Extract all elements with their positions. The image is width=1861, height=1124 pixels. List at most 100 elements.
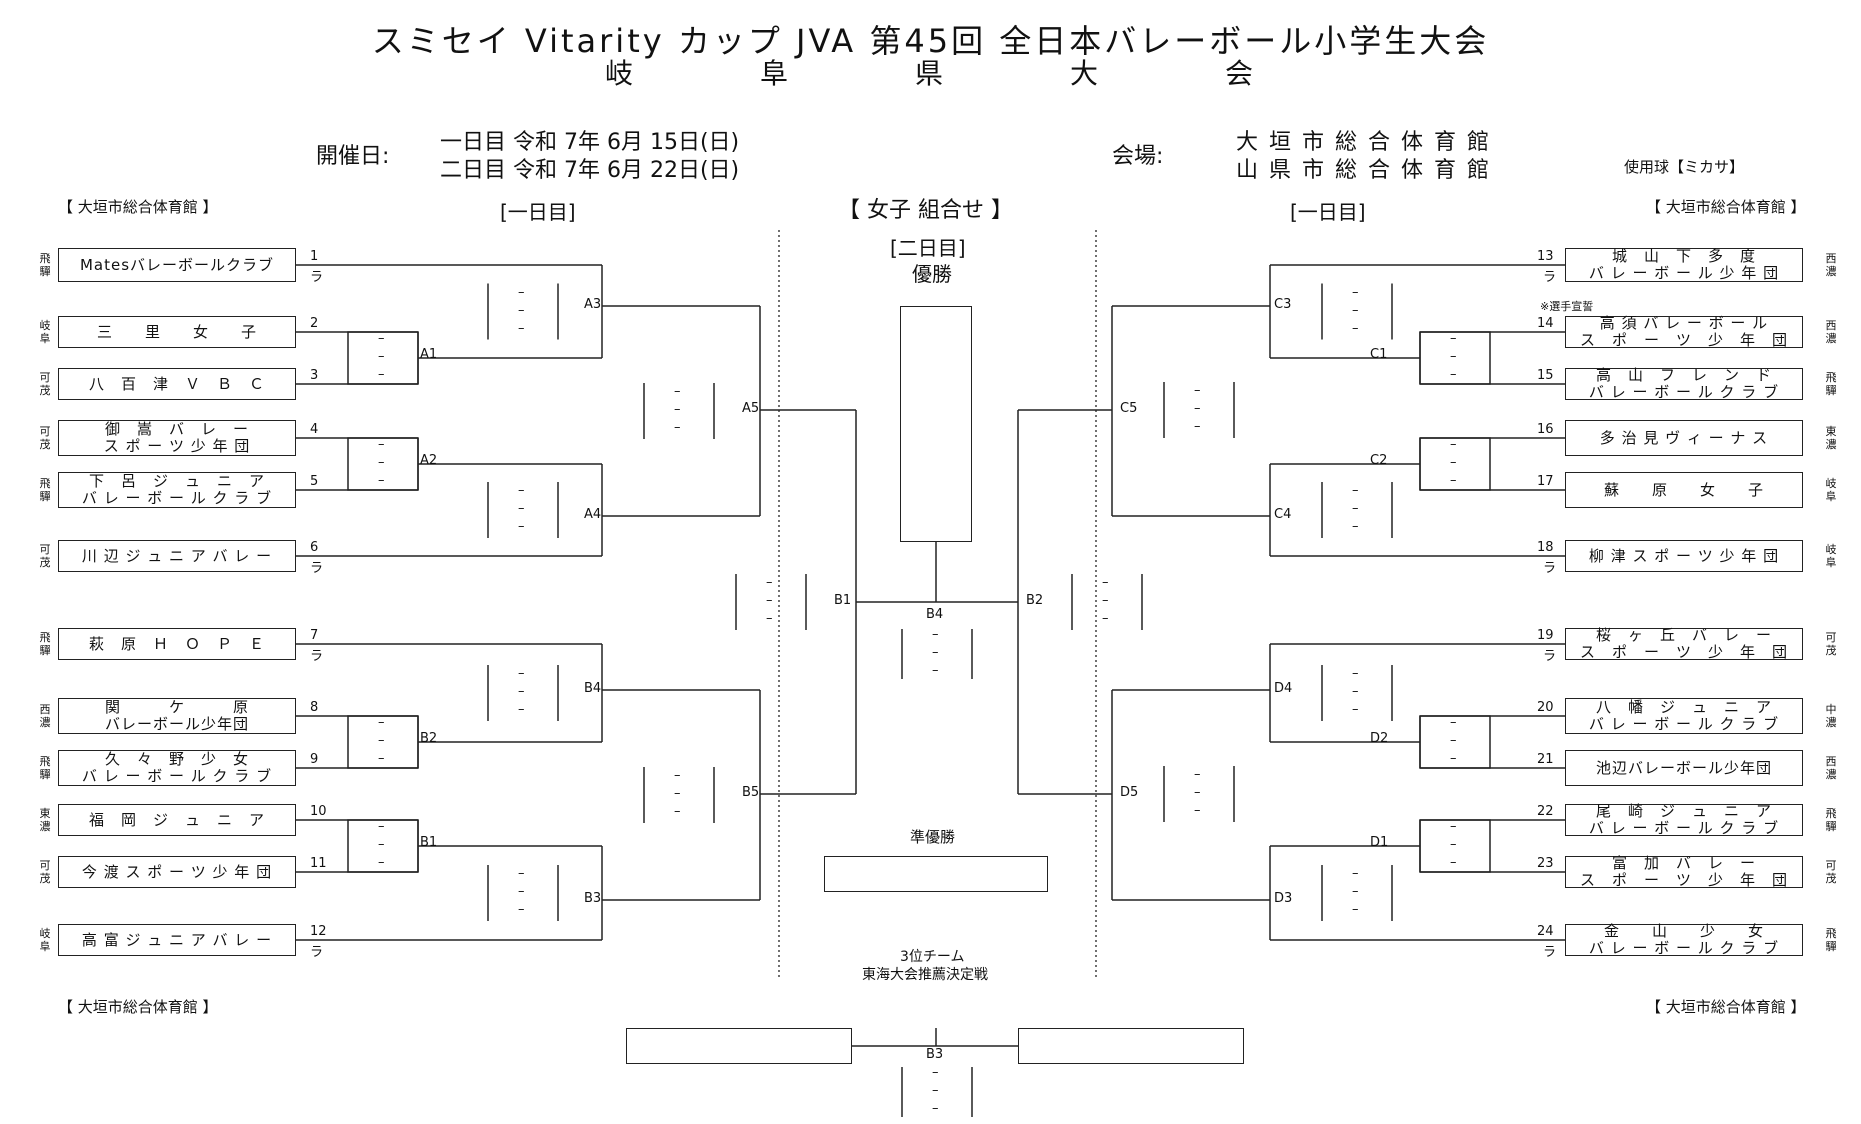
team-name-line2: バ レ ー ボ ー ル ク ラ ブ [81,767,273,785]
team-name-line1: 下 呂 ジ ュ ニ ア [88,472,265,490]
A2-score-dash: – [378,455,385,470]
team-prefecture: 中濃 [1825,703,1837,729]
day1-left-label: [一日目] [500,200,576,224]
team-name-line2: バ レ ー ボ ー ル ク ラ ブ [1588,939,1780,957]
D3-score-dash: – [1352,866,1359,881]
B4L-score-dash: – [518,684,525,699]
team-name-line1: 川 辺 ジ ュ ニ ア バ レ ー [81,546,273,565]
match-label-b3: B3 [584,891,602,906]
team-name-line2: バ レ ー ボ ー ル ク ラ ブ [1588,383,1780,401]
A4-score-dash: – [518,519,525,534]
match-label-d2: D2 [1370,731,1389,746]
runner-up-label: 準優勝 [910,828,956,846]
FIN-score-dash: – [932,663,939,678]
C2-score-dash: – [1450,437,1457,452]
team-prefecture: 飛驒 [39,755,51,781]
team-seed-number: 6 [310,540,319,555]
team-name-line1: 柳 津 ス ポ ー ツ 少 年 団 [1588,546,1780,565]
team-8: 関 ケ 原バレーボール少年団 [58,698,296,734]
B2-score-dash: – [378,733,385,748]
venue-line-1: 大 垣 市 総 合 体 育 館 [1236,130,1491,155]
team-2: 三 里 女 子 [58,316,296,348]
team-seed-number: 16 [1537,422,1554,437]
team-name-line1: 富 加 バ レ ー [1611,854,1756,872]
team-12: 高 富 ジ ュ ニ ア バ レ ー [58,924,296,956]
team-seed-number: 15 [1537,368,1554,383]
B3L-score-dash: – [518,866,525,881]
team-seed-number: 18 [1537,540,1554,555]
F2-score-dash: – [1102,593,1109,608]
team-seed-number: 11 [310,856,327,871]
C4-score-dash: – [1352,501,1359,516]
team-name-line1: 八 幡 ジ ュ ニ ア [1595,698,1772,716]
match-label-a5: A5 [742,401,760,416]
team-prefecture: 西濃 [39,703,51,729]
team-prefecture: 西濃 [1825,755,1837,781]
C2-score-dash: – [1450,455,1457,470]
venue-top-right: 【 大垣市総合体育館 】 [1646,198,1806,216]
C1-score-dash: – [1450,349,1457,364]
C4-score-dash: – [1352,483,1359,498]
match-label-b4: B4 [584,681,602,696]
F1-score-dash: – [766,575,773,590]
team-name-line2: ス ポ ー ツ 少 年 団 [1579,331,1788,349]
team-seed-number: 22 [1537,804,1554,819]
B1-score-dash: – [378,855,385,870]
team-15: 高 山 フ レ ン ドバ レ ー ボ ー ル ク ラ ブ [1565,367,1803,401]
team-name-line1: 高 須 バ レ ー ボ ー ル [1599,314,1769,332]
match-label-third: B3 [926,1047,944,1062]
team-name-line1: 高 富 ジ ュ ニ ア バ レ ー [81,930,273,949]
B4L-score-dash: – [518,702,525,717]
FIN-score-dash: – [932,627,939,642]
C4-score-dash: – [1352,519,1359,534]
venue-bottom-right: 【 大垣市総合体育館 】 [1646,998,1806,1016]
match-label-a4: A4 [584,507,602,522]
match-label-fin: B4 [926,607,944,622]
team-name-line1: 福 岡 ジ ュ ニ ア [88,810,265,829]
team-10: 福 岡 ジ ュ ニ ア [58,804,296,836]
D5-score-dash: – [1194,785,1201,800]
team-name-line1: 城 山 下 多 度 [1611,247,1756,265]
team-17: 蘇 原 女 子 [1565,472,1803,508]
team-seed-number: 3 [310,368,319,383]
venue-label: 会場: [1112,144,1164,169]
D1-score-dash: – [1450,837,1457,852]
team-seed-number: 17 [1537,474,1554,489]
team-5: 下 呂 ジ ュ ニ アバ レ ー ボ ー ル ク ラ ブ [58,472,296,508]
team-seed-number: 10 [310,804,327,819]
team-prefecture: 飛驒 [39,252,51,278]
champion-box [900,306,972,542]
team-seed-number: 12 [310,924,327,939]
F2-score-dash: – [1102,611,1109,626]
C2-score-dash: – [1450,473,1457,488]
match-label-a1: A1 [420,347,438,362]
team-23: 富 加 バ レ ース ポ ー ツ 少 年 団 [1565,854,1803,889]
D3-score-dash: – [1352,884,1359,899]
A4-score-dash: – [518,501,525,516]
venue-top-left: 【 大垣市総合体育館 】 [58,198,218,216]
A4-score-dash: – [518,483,525,498]
team-18: 柳 津 ス ポ ー ツ 少 年 団 [1565,540,1803,572]
team-19: 桜 ヶ 丘 バ レ ース ポ ー ツ 少 年 団 [1565,627,1803,661]
team-seed-number: 2 [310,316,319,331]
team-prefecture: 岐阜 [1825,543,1837,569]
match-label-f1: B1 [834,593,852,608]
C5-score-dash: – [1194,383,1201,398]
match-label-b1: B1 [420,835,438,850]
match-label-d4: D4 [1274,681,1293,696]
team-name-line1: 多 治 見 ヴ ィ ー ナ ス [1599,428,1769,447]
tournament-subtitle: 岐 阜 県 大 会 [604,57,1256,90]
team-ra-mark: ラ [1543,561,1557,576]
champion-label: 優勝 [912,262,952,286]
team-name-line2: バ レ ー ボ ー ル 少 年 団 [1588,264,1780,282]
team-ra-mark: ラ [310,649,324,664]
team-6: 川 辺 ジ ュ ニ ア バ レ ー [58,540,296,572]
D4-score-dash: – [1352,684,1359,699]
team-prefecture: 飛驒 [1825,371,1837,397]
team-prefecture: 飛驒 [39,631,51,657]
day1-right-label: [一日目] [1290,200,1366,224]
F2-score-dash: – [1102,575,1109,590]
team-prefecture: 岐阜 [1825,477,1837,503]
team-14: 高 須 バ レ ー ボ ー ルス ポ ー ツ 少 年 団 [1565,314,1803,349]
A5-score-dash: – [674,402,681,417]
